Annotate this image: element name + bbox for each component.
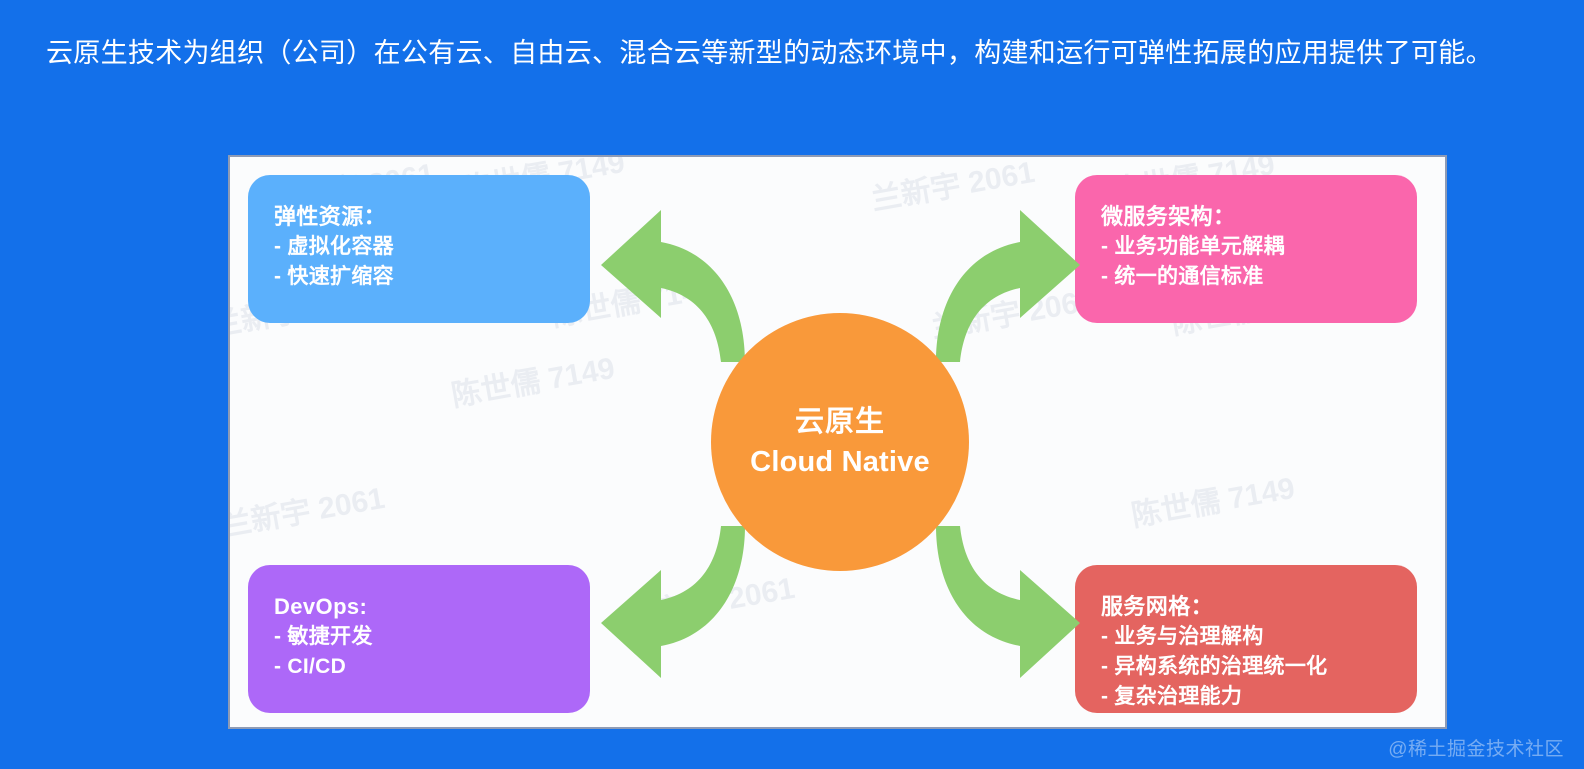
card-list-item: - 虚拟化容器 [274, 235, 394, 258]
card-title: 微服务架构： [1101, 204, 1236, 229]
watermark: 陈世儒 7149 [1128, 471, 1298, 534]
card-list-item: - 统一的通信标准 [1101, 265, 1264, 288]
diagram-panel: 兰新宇 2061 陈世儒 7149 兰新宇 2061 陈世儒 7149 兰新宇 … [228, 155, 1447, 729]
card-title: DevOps: [274, 594, 368, 619]
card-elastic-resource[interactable]: 弹性资源： - 虚拟化容器 - 快速扩缩容 [248, 175, 590, 323]
page-title: 云原生技术为组织（公司）在公有云、自由云、混合云等新型的动态环境中，构建和运行可… [46, 38, 1493, 68]
footer-watermark: @稀土掘金技术社区 [1388, 739, 1564, 760]
card-list-item: - 敏捷开发 [274, 625, 373, 648]
card-list-item: - 业务功能单元解耦 [1101, 235, 1285, 258]
center-node-label-en: Cloud Native [750, 446, 930, 478]
center-node-cloud-native[interactable]: 云原生 Cloud Native [711, 313, 969, 571]
card-service-mesh[interactable]: 服务网格： - 业务与治理解构 - 异构系统的治理统一化 - 复杂治理能力 [1075, 565, 1417, 713]
card-microservice-architecture[interactable]: 微服务架构： - 业务功能单元解耦 - 统一的通信标准 [1075, 175, 1417, 323]
card-list-item: - 复杂治理能力 [1101, 685, 1243, 708]
card-list-item: - 业务与治理解构 [1101, 625, 1264, 648]
card-list-item: - CI/CD [274, 655, 347, 678]
arrow-to-elastic-resource-icon [601, 210, 745, 362]
card-list-item: - 异构系统的治理统一化 [1101, 655, 1328, 678]
center-node-label-cn: 云原生 [794, 406, 885, 438]
watermark: 陈世儒 7149 [448, 351, 618, 414]
watermark: 兰新宇 2061 [228, 481, 388, 544]
card-title: 弹性资源： [274, 204, 387, 229]
card-title: 服务网格： [1101, 594, 1214, 619]
arrow-to-microservice-architecture-icon [936, 210, 1080, 362]
card-devops[interactable]: DevOps: - 敏捷开发 - CI/CD [248, 565, 590, 713]
arrow-to-service-mesh-icon [936, 526, 1080, 678]
arrow-to-devops-icon [601, 526, 745, 678]
card-list-item: - 快速扩缩容 [274, 265, 394, 288]
